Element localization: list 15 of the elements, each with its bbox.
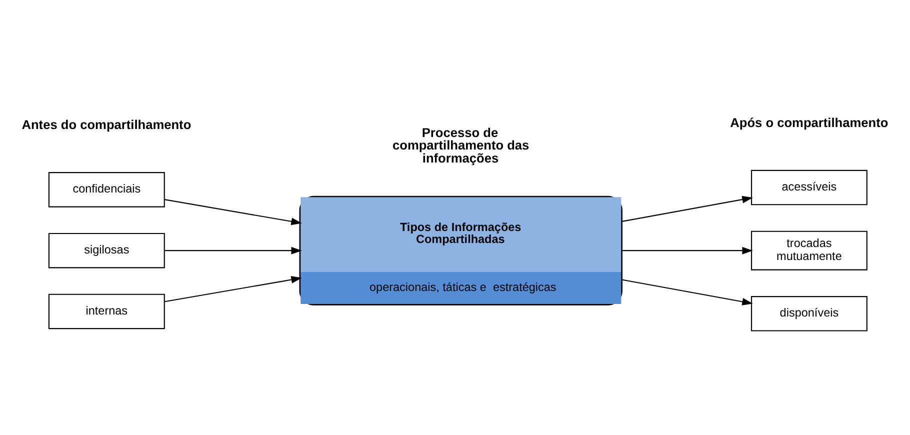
arrow bbox=[164, 246, 302, 254]
node-box: disponíveis bbox=[750, 296, 868, 331]
label: Processo de compartilhamento das informações bbox=[392, 124, 530, 166]
node-box: internas bbox=[48, 293, 165, 329]
node-box: trocadas mutuamente bbox=[750, 230, 868, 270]
node-box: sigilosas bbox=[48, 232, 165, 268]
arrow bbox=[164, 198, 302, 225]
arrow bbox=[621, 246, 753, 254]
node-box: confidenciais bbox=[48, 172, 165, 207]
label: Antes do compartilhamento bbox=[22, 116, 192, 132]
arrow bbox=[164, 276, 302, 302]
label: Após o compartilhamento bbox=[730, 114, 888, 130]
node-box: acessíveis bbox=[750, 169, 868, 205]
arrow bbox=[621, 278, 753, 305]
arrow bbox=[621, 195, 753, 222]
